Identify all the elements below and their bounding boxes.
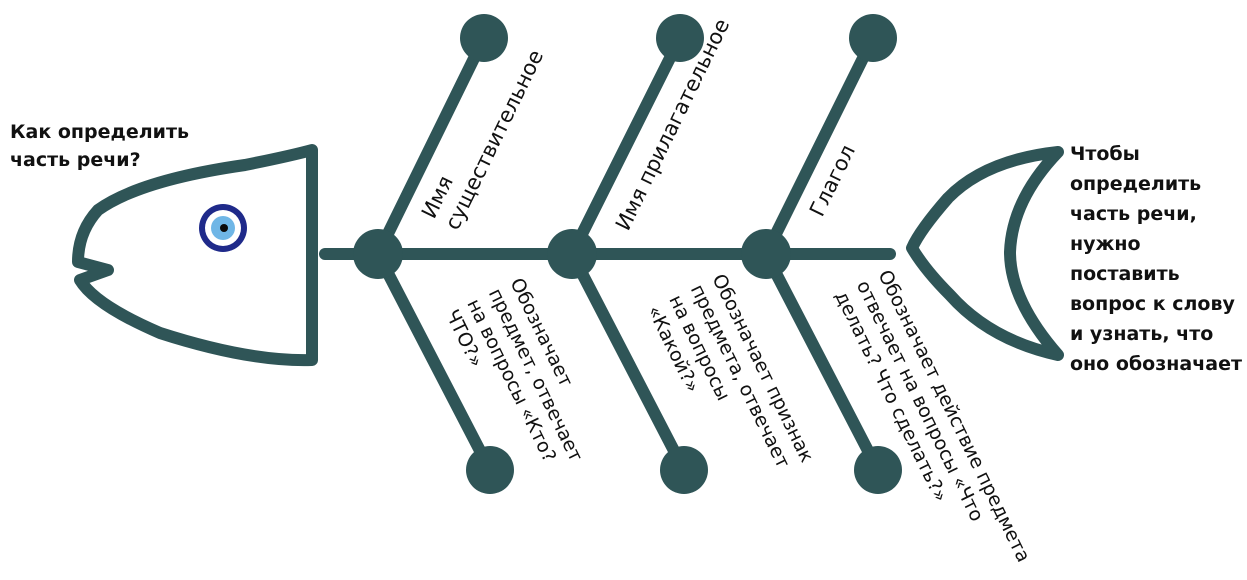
rib-upper-3 [760, 32, 879, 260]
fish-head-outline [72, 144, 318, 367]
spine-node-1 [353, 229, 403, 279]
spine-node-2 [547, 229, 597, 279]
rib-lower-3 [760, 248, 884, 476]
rib-upper-1 [372, 32, 490, 260]
question-line: часть речи? [10, 149, 141, 171]
pos-name-line: существительное [440, 46, 548, 234]
answer-line: нужно [1070, 233, 1141, 255]
svg-text:Обозначает предмет, от: Обозначает предмет, отвечает на вопросы … [441, 275, 611, 492]
answer-line: поставить [1070, 263, 1180, 285]
rib-end-node-bottom-3 [854, 446, 902, 494]
pos-desc-noun: Обозначает предмет, отвечает на вопросы … [441, 275, 611, 492]
answer-line: Чтобы [1070, 143, 1140, 165]
rib-lower-2 [566, 248, 690, 476]
rib-lower-1 [372, 248, 496, 476]
fish-eye [199, 204, 247, 252]
rib-upper-2 [566, 32, 686, 260]
question-text: Как определить часть речи? [10, 121, 196, 171]
eye-pupil [220, 224, 228, 232]
answer-line: и узнать, что [1070, 323, 1213, 345]
rib-end-node-top-2 [656, 14, 704, 62]
rib-end-node-bottom-1 [466, 446, 514, 494]
question-line: Как определить [10, 121, 189, 143]
answer-line: вопрос к слову [1070, 293, 1236, 315]
rib-end-node-top-1 [460, 14, 508, 62]
spine-node-3 [741, 229, 791, 279]
answer-line: оно обозначает [1070, 353, 1242, 375]
answer-line: определить [1070, 173, 1201, 195]
rib-end-node-bottom-2 [660, 446, 708, 494]
fish-tail-outline [906, 146, 1064, 361]
answer-line: часть речи, [1070, 203, 1197, 225]
rib-end-node-top-3 [849, 14, 897, 62]
answer-text: Чтобы определить часть речи, нужно поста… [1070, 143, 1242, 375]
